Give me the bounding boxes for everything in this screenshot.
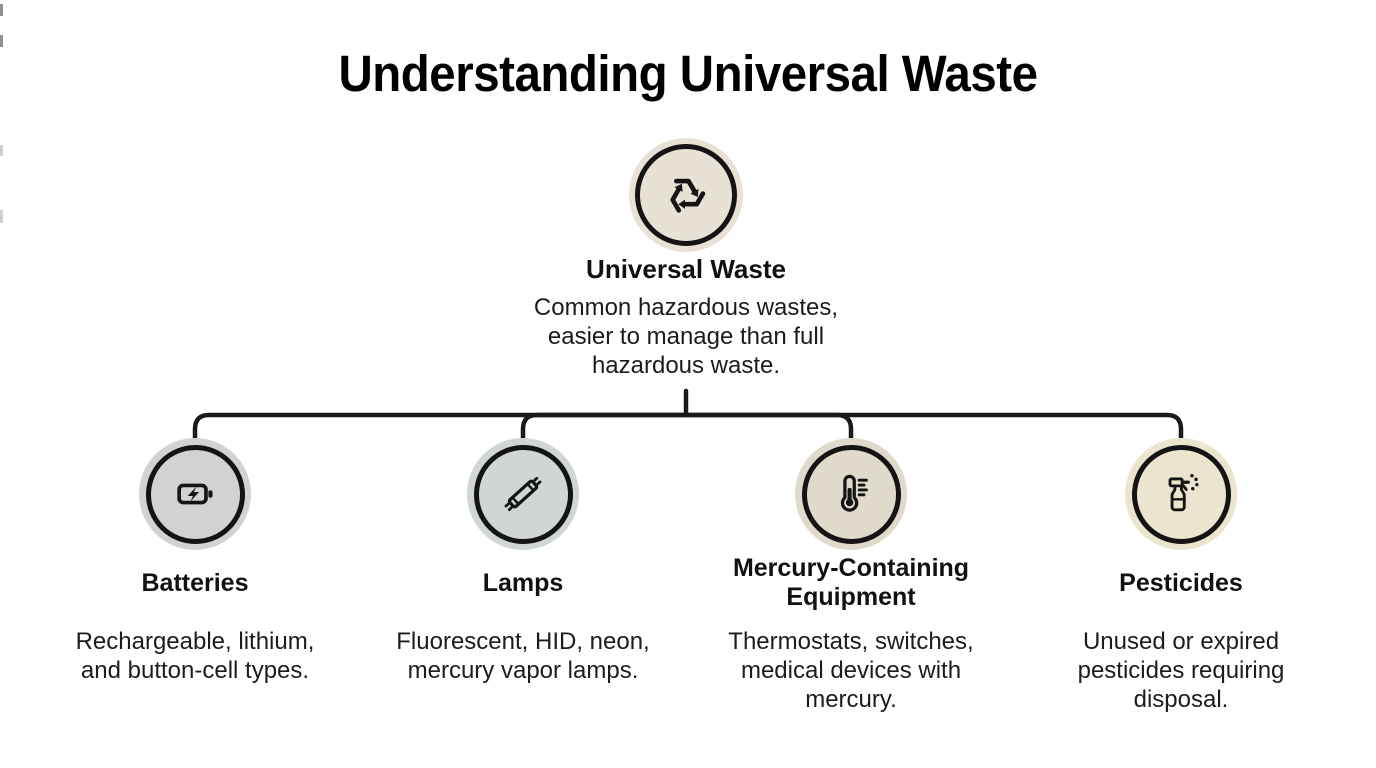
description-line: medical devices with bbox=[740, 657, 962, 684]
description-line: mercury. bbox=[805, 686, 897, 713]
connector-branch-lamps bbox=[520, 412, 689, 445]
root-label: Universal Waste bbox=[586, 254, 786, 284]
description-line: Thermostats, switches, bbox=[728, 628, 974, 655]
root-description: Common hazardous wastes, easier to manag… bbox=[534, 293, 838, 380]
batteries-heading: Batteries bbox=[141, 568, 249, 597]
lamps-description: Fluorescent, HID, neon, mercury vapor la… bbox=[396, 627, 649, 685]
page-title: Understanding Universal Waste bbox=[338, 45, 1038, 102]
icon-ring bbox=[473, 444, 573, 544]
icon-ring bbox=[145, 444, 245, 544]
mercury-circle bbox=[795, 438, 907, 550]
spray-bottle-icon bbox=[1168, 474, 1199, 512]
description-line: mercury vapor lamps. bbox=[407, 657, 639, 684]
screen-edge-artifact bbox=[0, 210, 3, 223]
root-node-universal-waste: Universal Waste Common hazardous wastes,… bbox=[516, 138, 856, 380]
node-batteries: Batteries Rechargeable, lithium, and but… bbox=[35, 438, 355, 685]
pesticides-circle bbox=[1125, 438, 1237, 550]
icon-ring bbox=[635, 144, 737, 246]
lamps-heading: Lamps bbox=[482, 568, 564, 597]
description-line: easier to manage than full bbox=[547, 323, 825, 350]
batteries-circle bbox=[139, 438, 251, 550]
description-line: hazardous waste. bbox=[591, 352, 781, 379]
icon-ring bbox=[1131, 444, 1231, 544]
screen-edge-artifact bbox=[0, 145, 3, 156]
connector-branch-pesticides bbox=[683, 412, 1184, 445]
connector-branch-batteries bbox=[192, 412, 689, 445]
mercury-heading: Mercury-Containing Equipment bbox=[732, 554, 970, 611]
root-circle bbox=[629, 138, 743, 252]
screen-edge-artifact bbox=[0, 35, 3, 47]
mercury-description: Thermostats, switches, medical devices w… bbox=[728, 627, 973, 714]
description-line: Unused or expired bbox=[1082, 628, 1280, 655]
pesticides-description: Unused or expired pesticides requiring d… bbox=[1078, 627, 1285, 714]
thermometer-icon bbox=[840, 474, 868, 512]
battery-icon bbox=[177, 483, 213, 505]
node-lamps: Lamps Fluorescent, HID, neon, mercury va… bbox=[363, 438, 683, 685]
node-pesticides: Pesticides Unused or expired pesticides … bbox=[1021, 438, 1341, 714]
description-line: and button-cell types. bbox=[80, 657, 310, 684]
pesticides-heading: Pesticides bbox=[1119, 568, 1243, 597]
batteries-description: Rechargeable, lithium, and button-cell t… bbox=[76, 627, 315, 685]
lamps-circle bbox=[467, 438, 579, 550]
description-line: Fluorescent, HID, neon, bbox=[396, 628, 650, 655]
description-line: Rechargeable, lithium, bbox=[75, 628, 315, 655]
description-line: Common hazardous wastes, bbox=[533, 294, 839, 321]
description-line: pesticides requiring bbox=[1077, 657, 1285, 684]
screen-edge-artifact bbox=[0, 4, 3, 16]
lamp-icon bbox=[504, 476, 542, 512]
recycle-icon bbox=[670, 178, 706, 213]
icon-ring bbox=[801, 444, 901, 544]
description-line: disposal. bbox=[1133, 686, 1229, 713]
node-mercury-equipment: Mercury-Containing Equipment Thermostats… bbox=[691, 438, 1011, 714]
